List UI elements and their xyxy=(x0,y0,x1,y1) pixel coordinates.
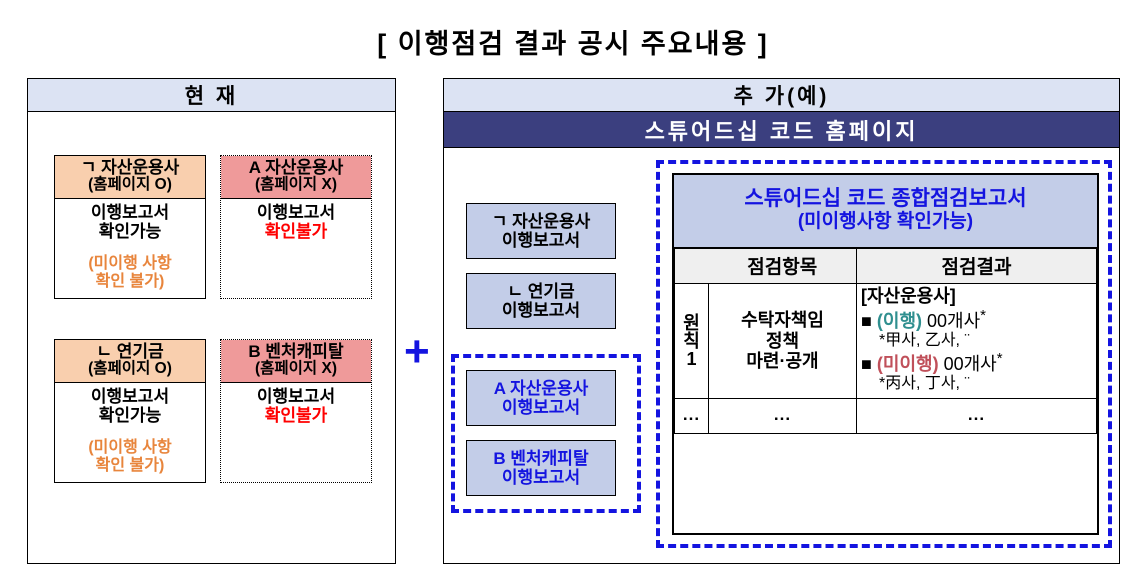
card-g-asset-manager: ㄱ 자산운용사 (홈페이지 O) 이행보고서 확인가능 (미이행 사항 확인 불… xyxy=(54,155,206,299)
card-g-asset-manager-body-line2: 확인가능 xyxy=(98,222,162,242)
card-g-asset-manager-note: (미이행 사항 확인 불가) xyxy=(55,247,205,290)
card-b-venture-capital-subtitle: (홈페이지 X) xyxy=(254,360,337,378)
card-g-asset-manager-body-line1: 이행보고서 xyxy=(90,203,170,223)
row-result-1-noncompliant: ■ (미이행) 00개사* xyxy=(861,350,1092,375)
bullet-square-icon-2: ■ xyxy=(861,354,872,375)
comprehensive-report-dashed-group xyxy=(656,160,1112,548)
comprehensive-report-title: 스튜어드십 코드 종합점검보고서 (미이행사항 확인가능) xyxy=(674,175,1097,248)
card-g-asset-manager-head: ㄱ 자산운용사 (홈페이지 O) xyxy=(55,156,205,200)
card-n-pension: ㄴ 연기금 (홈페이지 O) 이행보고서 확인가능 (미이행 사항 확인 불가) xyxy=(54,339,206,483)
card-b-venture-capital: B 벤처캐피탈 (홈페이지 X) 이행보고서 확인불가 xyxy=(220,339,372,483)
card-a-asset-manager-body-line2: 확인불가 xyxy=(264,222,328,242)
card-n-pension-body-line1: 이행보고서 xyxy=(90,387,170,407)
row-result-1-compliant-label: (이행) xyxy=(876,310,922,331)
card-b-venture-capital-head: B 벤처캐피탈 (홈페이지 X) xyxy=(221,340,371,384)
table-row: ... ... ... xyxy=(674,397,1097,434)
row-result-1-compliant: ■ (이행) 00개사* xyxy=(861,307,1092,332)
row-principle-1-char2: 칙 xyxy=(683,330,700,351)
card-g-asset-manager-note-line2: 확인 불가) xyxy=(95,272,165,290)
comprehensive-report-title-main: 스튜어드십 코드 종합점검보고서 xyxy=(744,187,1027,210)
report-box-a-asset-manager[interactable]: A 자산운용사 이행보고서 xyxy=(466,370,616,426)
row-item-1-line3: 마련·공개 xyxy=(746,351,819,372)
report-box-n-pension-line2: 이행보고서 xyxy=(501,301,581,320)
card-a-asset-manager-subtitle: (홈페이지 X) xyxy=(254,176,337,194)
checklist-col-blank xyxy=(674,247,709,284)
row-item-ellipsis: ... xyxy=(708,397,857,434)
row-result-1-compliant-count: 00개사 xyxy=(922,310,981,331)
card-a-asset-manager: A 자산운용사 (홈페이지 X) 이행보고서 확인불가 xyxy=(220,155,372,299)
table-row: 원 칙 1 수탁자책임 정책 마련·공개 [자산운용사] xyxy=(674,282,1097,399)
report-box-g-asset-manager[interactable]: ㄱ 자산운용사 이행보고서 xyxy=(466,203,616,259)
card-n-pension-head: ㄴ 연기금 (홈페이지 O) xyxy=(55,340,205,384)
report-box-n-pension-line1: ㄴ 연기금 xyxy=(507,281,575,301)
card-n-pension-body-line2: 확인가능 xyxy=(98,406,162,426)
checklist-col-result-header: 점검결과 xyxy=(856,247,1097,284)
card-a-asset-manager-body: 이행보고서 확인불가 xyxy=(221,199,371,247)
card-g-asset-manager-subtitle: (홈페이지 O) xyxy=(88,176,172,194)
page-title: [ 이행점검 결과 공시 주요내용 ] xyxy=(377,29,769,59)
report-box-g-asset-manager-line1: ㄱ 자산운용사 xyxy=(491,211,591,231)
checklist-table: 점검항목 점검결과 원 칙 1 수탁자책임 xyxy=(674,247,1097,434)
row-result-1-noncompliant-footnote: *丙사, 丁사, ¨ xyxy=(879,375,970,393)
report-box-b-venture-capital[interactable]: B 벤처캐피탈 이행보고서 xyxy=(466,440,616,496)
row-principle-1-char3: 1 xyxy=(686,348,697,369)
row-result-1-noncompliant-count: 00개사 xyxy=(938,354,997,375)
card-b-venture-capital-body-line1: 이행보고서 xyxy=(256,387,336,407)
row-result-1-compliant-star: * xyxy=(980,306,986,324)
comprehensive-report-card: 스튜어드십 코드 종합점검보고서 (미이행사항 확인가능) 점검항목 점검결과 xyxy=(672,173,1099,535)
report-box-b-venture-capital-line1: B 벤처캐피탈 xyxy=(493,448,589,468)
card-n-pension-subtitle: (홈페이지 O) xyxy=(88,360,172,378)
panel-addition: 추 가(예) 스튜어드십 코드 홈페이지 ㄱ 자산운용사 이행보고서 ㄴ 연기금… xyxy=(443,78,1120,564)
card-n-pension-note-line2: 확인 불가) xyxy=(95,456,165,474)
row-result-ellipsis: ... xyxy=(856,397,1097,434)
stewardship-site-bar: 스튜어드십 코드 홈페이지 xyxy=(444,112,1119,148)
card-n-pension-title: ㄴ 연기금 xyxy=(96,342,164,361)
card-a-asset-manager-title: A 자산운용사 xyxy=(248,158,344,177)
row-item-1-line1: 수탁자책임 xyxy=(741,310,824,331)
report-box-n-pension[interactable]: ㄴ 연기금 이행보고서 xyxy=(466,273,616,329)
row-item-1-line2: 정책 xyxy=(765,330,800,351)
row-result-1-noncompliant-star: * xyxy=(996,350,1003,368)
panel-addition-header: 추 가(예) xyxy=(444,79,1119,112)
checklist-table-header-row: 점검항목 점검결과 xyxy=(674,247,1097,284)
panel-current: 현 재 ㄱ 자산운용사 (홈페이지 O) 이행보고서 확인가능 (미이행 사항 … xyxy=(27,78,396,564)
row-result-1-compliant-footnote: *甲사, 乙사, ¨ xyxy=(879,331,970,349)
panel-current-header: 현 재 xyxy=(28,79,395,112)
card-b-venture-capital-body-line2: 확인불가 xyxy=(264,406,328,426)
card-b-venture-capital-body: 이행보고서 확인불가 xyxy=(221,383,371,431)
row-item-1: 수탁자책임 정책 마련·공개 xyxy=(708,282,857,399)
checklist-col-item-header: 점검항목 xyxy=(708,247,857,284)
card-n-pension-note: (미이행 사항 확인 불가) xyxy=(55,431,205,474)
report-box-a-asset-manager-line1: A 자산운용사 xyxy=(493,378,589,398)
row-result-1: [자산운용사] ■ (이행) 00개사* *甲사, 乙사, ¨ ■ (미이행) … xyxy=(856,282,1097,399)
row-principle-ellipsis: ... xyxy=(674,397,709,434)
comprehensive-report-title-sub: (미이행사항 확인가능) xyxy=(797,211,974,233)
report-box-b-venture-capital-line2: 이행보고서 xyxy=(501,468,581,487)
row-result-1-noncompliant-label: (미이행) xyxy=(876,354,939,375)
row-result-1-group-header: [자산운용사] xyxy=(861,285,956,306)
row-principle-1: 원 칙 1 xyxy=(674,282,709,399)
report-box-a-asset-manager-line2: 이행보고서 xyxy=(501,398,581,417)
card-a-asset-manager-body-line1: 이행보고서 xyxy=(256,203,336,223)
card-b-venture-capital-title: B 벤처캐피탈 xyxy=(248,342,344,361)
bullet-square-icon: ■ xyxy=(861,310,872,331)
plus-icon: + xyxy=(404,327,430,376)
row-principle-1-char1: 원 xyxy=(683,312,700,333)
card-g-asset-manager-title: ㄱ 자산운용사 xyxy=(80,158,180,177)
card-g-asset-manager-note-line1: (미이행 사항 xyxy=(88,255,172,273)
card-g-asset-manager-body: 이행보고서 확인가능 xyxy=(55,199,205,247)
card-n-pension-body: 이행보고서 확인가능 xyxy=(55,383,205,431)
new-reports-dashed-group xyxy=(451,354,641,513)
card-a-asset-manager-head: A 자산운용사 (홈페이지 X) xyxy=(221,156,371,200)
report-box-g-asset-manager-line2: 이행보고서 xyxy=(501,231,581,250)
card-n-pension-note-line1: (미이행 사항 xyxy=(88,439,172,457)
